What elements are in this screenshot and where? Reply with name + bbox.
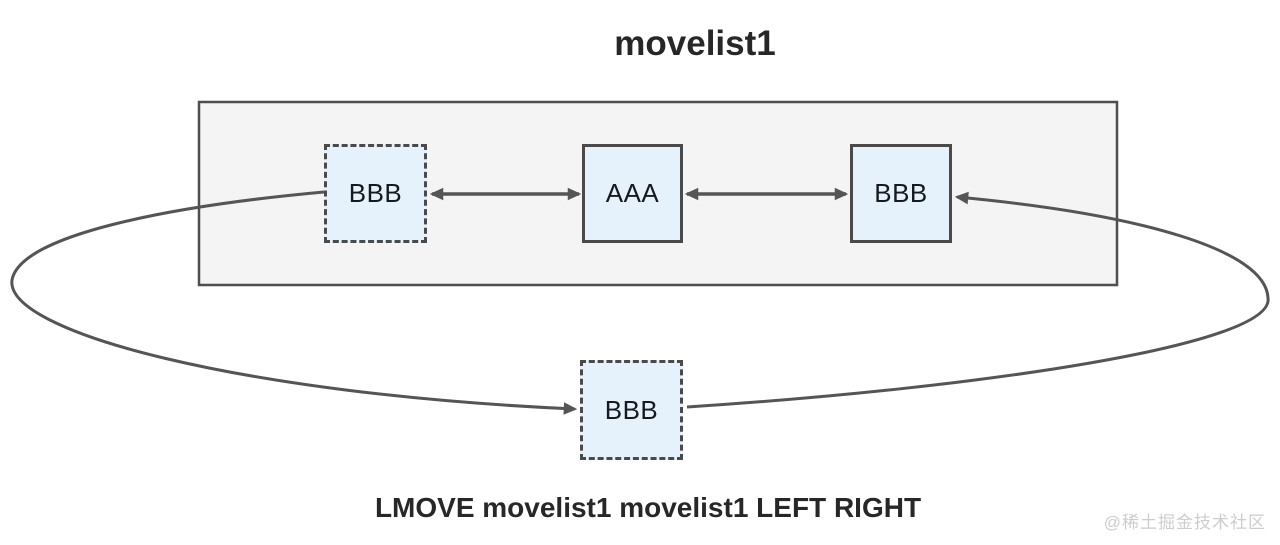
node-list-right-bbb: BBB xyxy=(850,144,952,243)
move-curve-left-pop xyxy=(10,190,578,415)
diagram-title: movelist1 xyxy=(614,24,776,63)
node-label: BBB xyxy=(874,178,928,208)
node-label: AAA xyxy=(605,178,660,208)
watermark: @稀土掘金技术社区 xyxy=(1103,513,1266,532)
node-list-aaa: AAA xyxy=(582,144,683,243)
node-moving-bbb: BBB xyxy=(580,360,683,460)
node-list-left-bbb: BBB xyxy=(324,144,427,243)
node-label: BBB xyxy=(604,394,659,425)
node-label: BBB xyxy=(348,178,403,208)
command-caption: LMOVE movelist1 movelist1 LEFT RIGHT xyxy=(374,492,922,523)
move-curve-right-push xyxy=(686,191,1270,409)
